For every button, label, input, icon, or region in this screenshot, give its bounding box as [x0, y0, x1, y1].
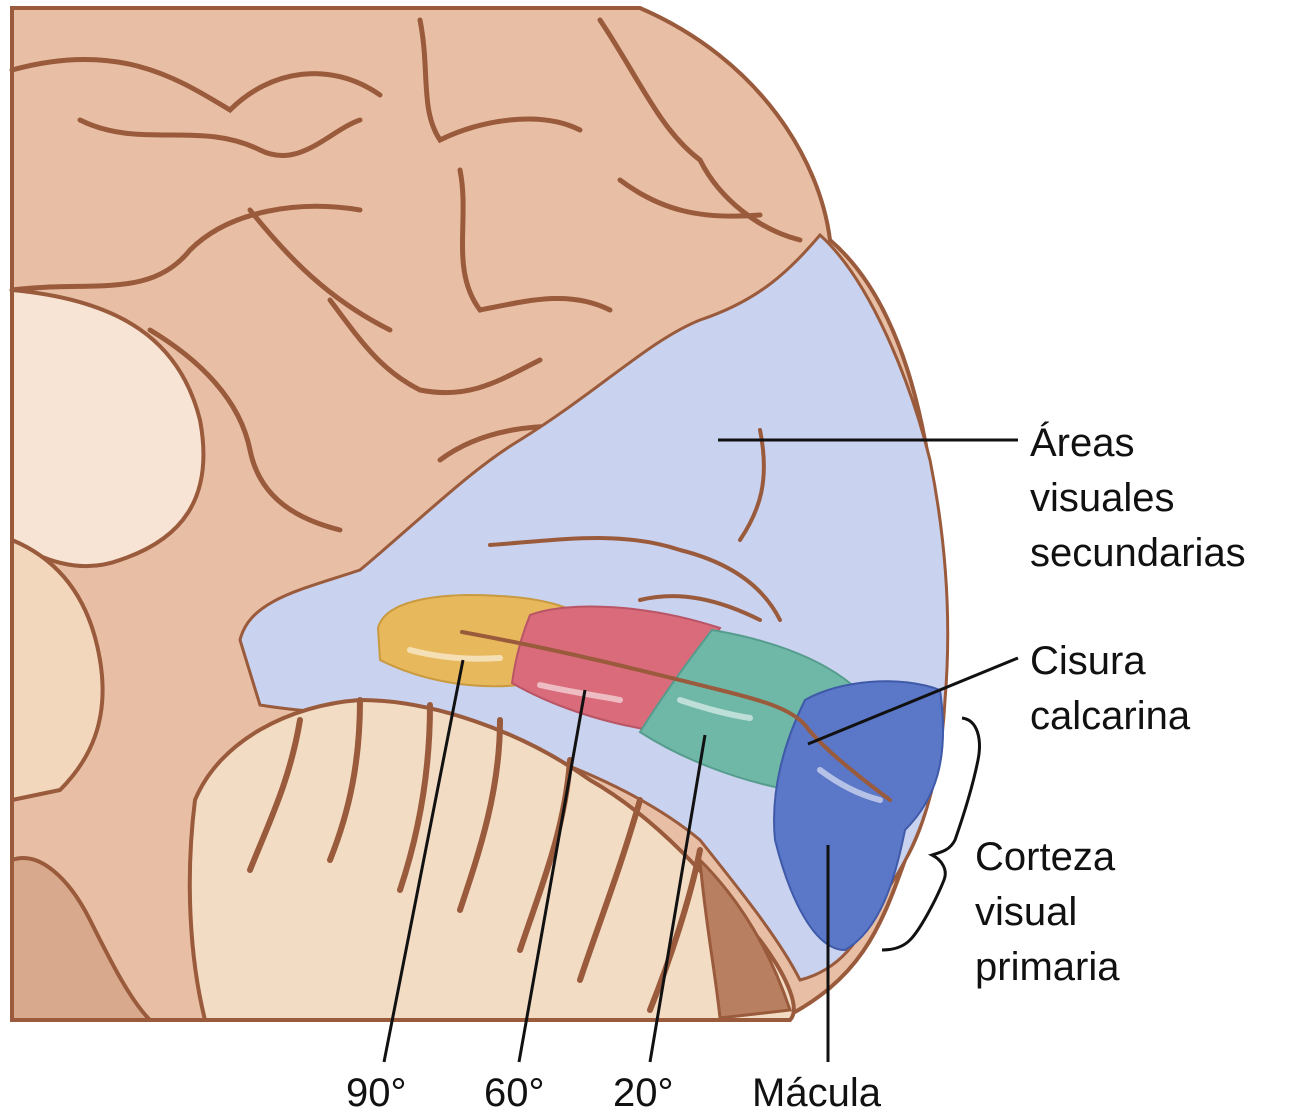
label-60-degrees: 60°	[484, 1071, 545, 1115]
label-20-degrees: 20°	[613, 1071, 674, 1115]
label-macula: Mácula	[752, 1071, 882, 1115]
label-90-degrees: 90°	[346, 1071, 407, 1115]
